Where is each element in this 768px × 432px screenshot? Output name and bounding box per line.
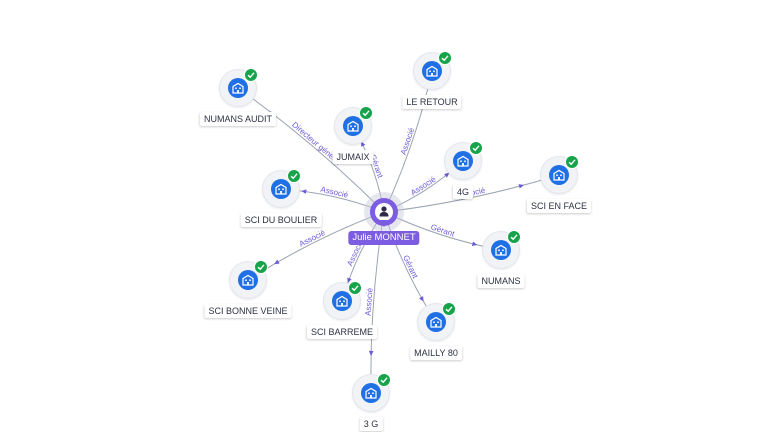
verified-check-icon <box>507 230 521 244</box>
verified-check-icon <box>438 51 452 65</box>
verified-check-icon <box>565 155 579 169</box>
verified-check-icon <box>359 106 373 120</box>
company-disc <box>220 68 258 106</box>
edge-arrow-3g <box>368 350 374 356</box>
building-icon <box>361 383 381 403</box>
company-disc <box>418 302 456 340</box>
building-icon <box>549 165 569 185</box>
building-icon <box>238 270 258 290</box>
company-label[interactable]: SCI EN FACE <box>526 199 592 213</box>
company-label[interactable]: SCI BONNE VEINE <box>204 304 292 318</box>
company-disc <box>324 281 362 319</box>
building-icon <box>332 291 352 311</box>
person-name[interactable]: Julie MONNET <box>348 231 420 245</box>
company-disc <box>414 51 452 89</box>
building-icon <box>453 151 473 171</box>
edge-label-le-retour: Associé <box>399 126 417 156</box>
verified-check-icon <box>287 169 301 183</box>
edge-arrow-numans <box>471 241 478 247</box>
building-icon <box>343 116 363 136</box>
building-icon <box>228 78 248 98</box>
verified-check-icon <box>244 68 258 82</box>
edge-arrow-mailly-80 <box>419 296 424 302</box>
company-disc <box>483 230 521 268</box>
person-icon <box>375 203 393 221</box>
pin-tip <box>379 220 389 227</box>
building-icon <box>426 312 446 332</box>
building-icon <box>491 240 511 260</box>
company-label[interactable]: JUMAIX <box>332 150 374 164</box>
company-label[interactable]: SCI BARREME <box>306 325 378 339</box>
edge-label-4g: Associé <box>409 174 438 197</box>
edge-label-numans: Gérant <box>430 222 457 238</box>
company-label[interactable]: 3 G <box>359 417 383 431</box>
verified-check-icon <box>469 141 483 155</box>
verified-check-icon <box>254 260 268 274</box>
company-disc <box>230 260 268 298</box>
building-icon <box>422 61 442 81</box>
edge-arrow-sci-bonne-veine <box>274 259 280 265</box>
company-label[interactable]: LE RETOUR <box>402 95 462 109</box>
edge-arrow-sci-du-boulier <box>301 189 307 194</box>
verified-check-icon <box>377 373 391 387</box>
verified-check-icon <box>348 281 362 295</box>
company-disc <box>335 106 373 144</box>
edge-label-3g: Associé <box>364 287 375 316</box>
person-pin <box>370 198 398 227</box>
company-label[interactable]: NUMANS AUDIT <box>199 112 277 126</box>
company-disc <box>263 169 301 207</box>
company-disc <box>541 155 579 193</box>
edge-arrow-sci-barreme <box>347 277 352 284</box>
edge-numans-audit <box>237 87 385 213</box>
company-label[interactable]: MAILLY 80 <box>410 346 462 360</box>
verified-check-icon <box>442 302 456 316</box>
company-disc <box>353 373 391 411</box>
edge-arrow-4g <box>444 172 450 178</box>
company-label[interactable]: NUMANS <box>477 274 525 288</box>
edge-arrow-jumaix <box>361 141 366 147</box>
company-disc <box>445 141 483 179</box>
company-label[interactable]: 4G <box>452 185 474 199</box>
edge-label-sci-du-boulier: Associé <box>320 185 350 200</box>
company-label[interactable]: SCI DU BOULIER <box>240 213 322 227</box>
edge-arrow-sci-en-face <box>518 184 524 189</box>
edge-label-mailly-80: Gérant <box>401 254 420 281</box>
building-icon <box>271 179 291 199</box>
